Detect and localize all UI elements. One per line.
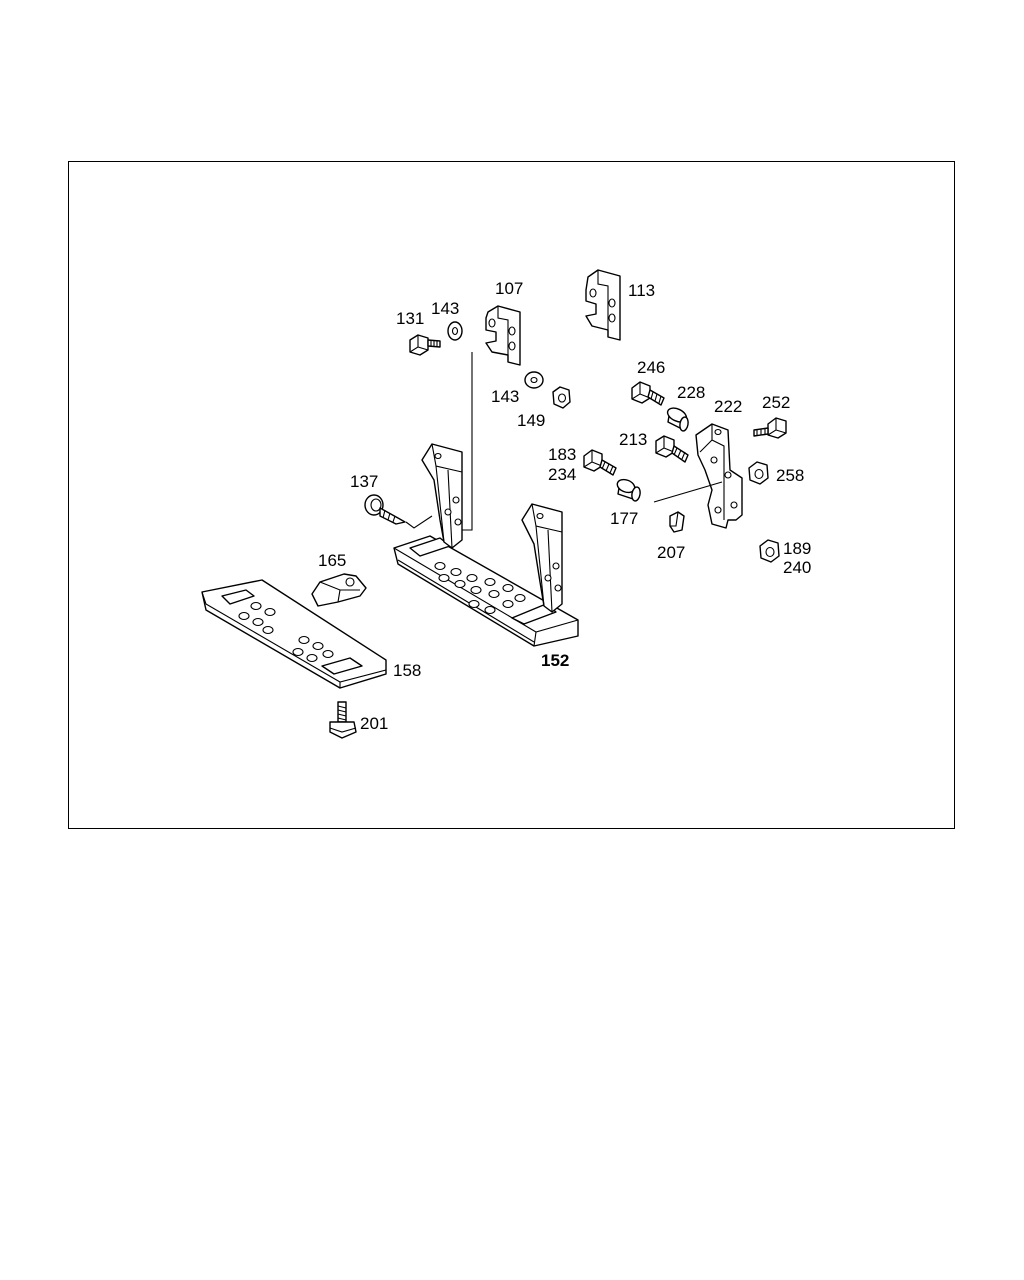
screw-137 <box>364 494 433 529</box>
callout-158: 158 <box>393 661 421 680</box>
sleeve-177 <box>616 478 641 502</box>
bolt-246 <box>631 381 665 406</box>
bolt-183-234 <box>583 449 617 476</box>
callout-213: 213 <box>619 430 647 449</box>
callout-189: 189 <box>783 539 811 558</box>
plate-holes <box>238 601 334 663</box>
bolt-213 <box>655 435 689 463</box>
bolt-201 <box>329 701 357 739</box>
washer-143-mid <box>524 371 544 389</box>
bracket-107 <box>462 305 521 531</box>
callout-228: 228 <box>677 383 705 402</box>
bracket-222 <box>653 423 743 529</box>
bolt-252 <box>753 417 787 439</box>
callout-107: 107 <box>495 279 523 298</box>
callout-149: 149 <box>517 411 545 430</box>
bolt-131 <box>409 334 441 356</box>
sleeve-228 <box>666 407 689 432</box>
callout-177: 177 <box>610 509 638 528</box>
callout-165: 165 <box>318 551 346 570</box>
callout-131: 131 <box>396 309 424 328</box>
board-holes <box>434 561 526 615</box>
bracket-165 <box>311 573 367 607</box>
callout-258: 258 <box>776 466 804 485</box>
callout-207: 207 <box>657 543 685 562</box>
running-board-152 <box>393 443 579 647</box>
callout-183: 183 <box>548 445 576 464</box>
nut-258 <box>748 461 769 485</box>
clip-207 <box>669 511 685 533</box>
bracket-113 <box>585 269 621 341</box>
callout-137: 137 <box>350 472 378 491</box>
nut-149 <box>552 386 571 409</box>
washer-143-top <box>447 321 463 341</box>
callout-222: 222 <box>714 397 742 416</box>
callout-152: 152 <box>541 651 569 670</box>
callout-labels: 107 113 131 143 143 149 246 228 222 252 … <box>318 279 811 733</box>
diagram-frame <box>68 161 955 829</box>
nut-189-240 <box>759 539 780 563</box>
callout-143-mid: 143 <box>491 387 519 406</box>
callout-234: 234 <box>548 465 576 484</box>
callout-201: 201 <box>360 714 388 733</box>
callout-252: 252 <box>762 393 790 412</box>
callout-113: 113 <box>628 281 655 300</box>
callout-246: 246 <box>637 358 665 377</box>
step-plate-158 <box>201 579 387 689</box>
callout-143-top: 143 <box>431 299 459 318</box>
callout-240: 240 <box>783 558 811 577</box>
